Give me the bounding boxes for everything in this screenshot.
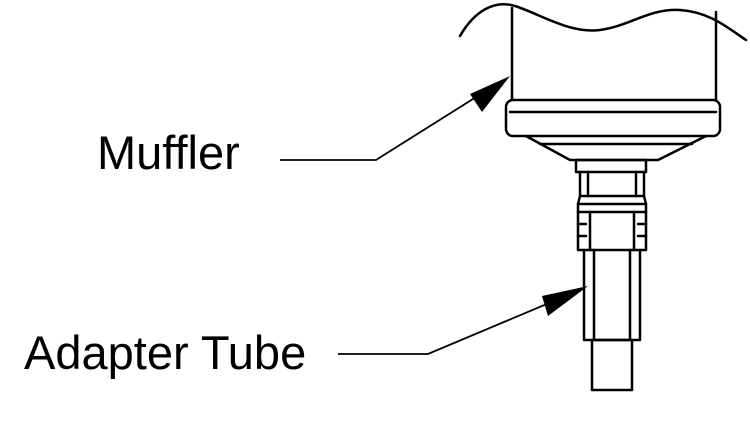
adapter-tube-label: Adapter Tube — [24, 326, 307, 379]
thread-section — [576, 202, 648, 252]
break-line — [458, 3, 748, 42]
neck — [574, 158, 648, 174]
tube-tip — [590, 338, 634, 392]
muffler-flange — [504, 98, 722, 138]
adapter-leader-line — [338, 289, 581, 355]
muffler-label: Muffler — [97, 126, 240, 179]
muffler-leader-line — [280, 81, 501, 161]
muffler-arrowhead — [470, 76, 510, 112]
tube-lower — [582, 248, 642, 342]
muffler-body — [510, 6, 718, 102]
muffler-taper — [524, 134, 708, 162]
adapter-arrowhead — [542, 286, 588, 316]
tube-upper — [578, 170, 646, 198]
